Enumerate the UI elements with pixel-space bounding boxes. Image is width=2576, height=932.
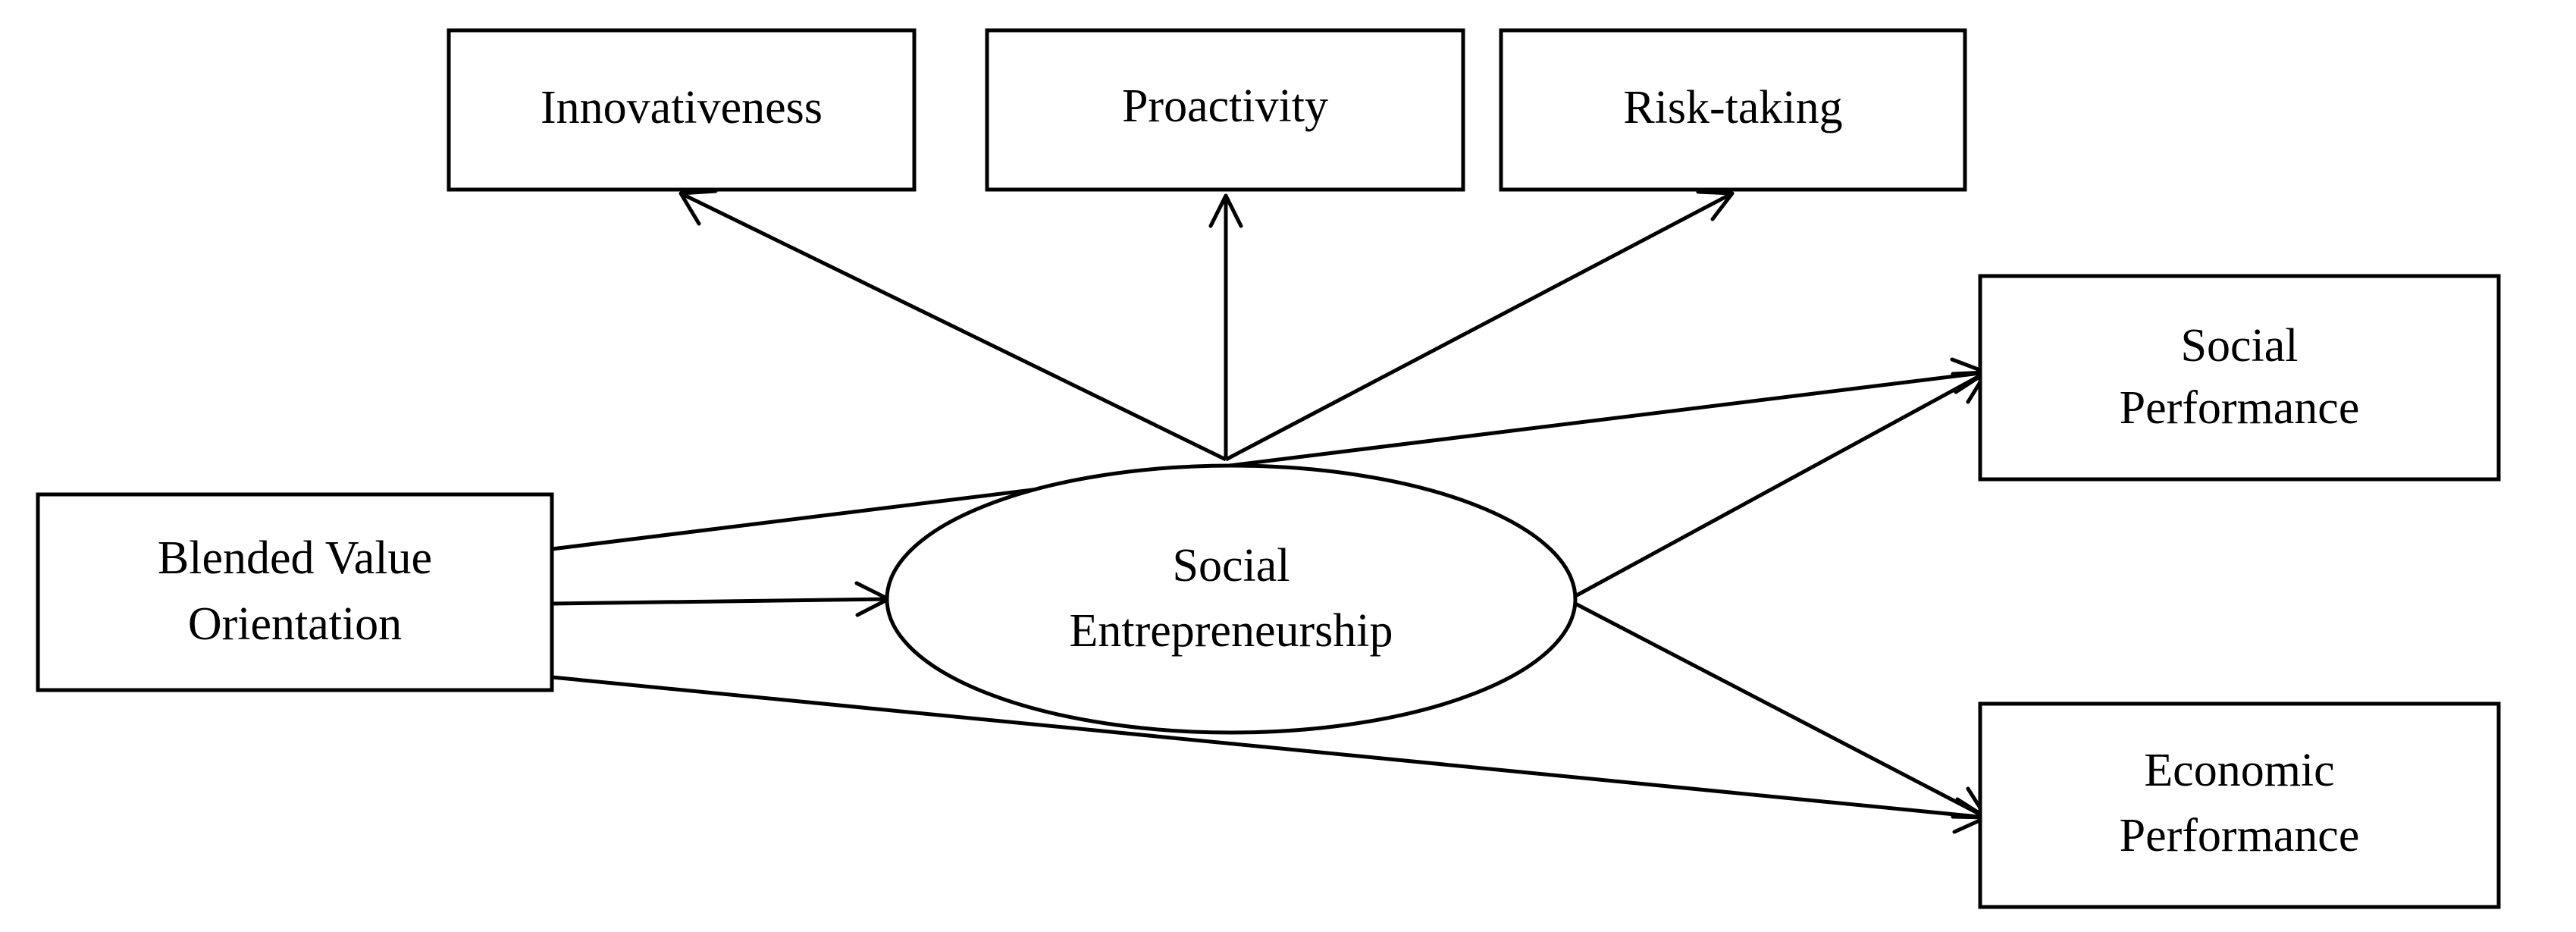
blended-value-label-line2: Orientation — [188, 598, 402, 650]
proactivity-label: Proactivity — [1122, 80, 1328, 132]
arrowhead-risk-taking — [1696, 190, 1735, 221]
node-social-entrepreneurship: Social Entrepreneurship — [885, 463, 1578, 735]
social-performance-label-line2: Performance — [2120, 382, 2360, 434]
economic-performance-label-line2: Performance — [2120, 810, 2360, 861]
node-proactivity: Proactivity — [985, 28, 1465, 192]
arrowhead-proactivity — [1208, 193, 1243, 228]
edge-se-to-risk-taking — [1224, 191, 1734, 462]
node-economic-performance: Economic Performance — [1978, 701, 2501, 909]
node-risk-taking: Risk-taking — [1499, 28, 1967, 192]
arrowhead-innovativeness — [678, 189, 718, 226]
edge-se-to-economic-performance — [1574, 601, 1988, 820]
social-entrepreneurship-label-line2: Entrepreneurship — [1070, 605, 1393, 657]
node-blended-value-orientation: Blended Value Orientation — [36, 492, 554, 692]
social-performance-label-line1: Social — [2181, 320, 2299, 372]
edge-bvo-to-economic-performance — [551, 675, 1987, 820]
innovativeness-label: Innovativeness — [541, 82, 823, 133]
edge-bvo-to-social-entrepreneurship — [551, 597, 889, 606]
edges — [551, 189, 1988, 834]
edge-se-to-social-performance — [1574, 370, 1988, 598]
economic-performance-label-line1: Economic — [2144, 745, 2334, 796]
node-innovativeness: Innovativeness — [447, 28, 917, 192]
node-social-performance: Social Performance — [1978, 274, 2501, 482]
risk-taking-label: Risk-taking — [1623, 82, 1842, 133]
edge-se-to-innovativeness — [679, 191, 1227, 462]
edge-bvo-to-social-performance — [551, 370, 1987, 551]
social-entrepreneurship-label-line1: Social — [1173, 540, 1290, 592]
blended-value-label-line1: Blended Value — [158, 532, 432, 584]
